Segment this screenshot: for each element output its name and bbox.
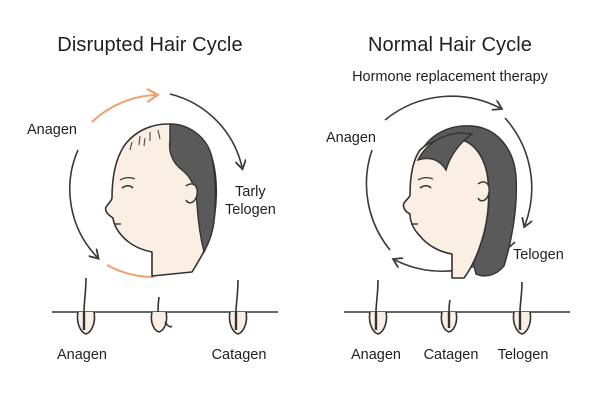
right-bottom-label-anagen: Anagen — [351, 347, 401, 363]
right-bottom-label-telogen: Telogen — [497, 347, 549, 363]
normal-cycle-title: Normal Hair Cycle — [368, 34, 532, 56]
orange-arc-top — [91, 95, 155, 123]
arc-top — [384, 95, 500, 121]
right-bottom-label-catagen: Catagen — [423, 347, 479, 363]
left-telogen-label: Telogen — [225, 202, 276, 218]
disrupted-cycle-panel: Disrupted Hair Cycle — [27, 0, 278, 363]
follicle-row-right — [344, 279, 570, 335]
dark-arc-right — [169, 93, 242, 167]
right-anagen-label: Anagen — [326, 130, 376, 146]
left-bottom-label-catagen: Catagen — [211, 347, 267, 363]
normal-cycle-panel: Normal Hair Cycle Hormone replacement th… — [300, 0, 600, 400]
arc-right — [504, 117, 532, 225]
left-bottom-label-anagen: Anagen — [57, 347, 107, 363]
normal-cycle-subtitle: Hormone replacement therapy — [352, 69, 548, 85]
left-anagen-label: Anagen — [27, 122, 77, 138]
balding-face-illustration — [104, 123, 218, 277]
disrupted-cycle-title: Disrupted Hair Cycle — [57, 34, 243, 56]
left-tarly-label: Tarly — [235, 184, 266, 200]
orange-arc-bottom — [106, 264, 155, 278]
normal-cycle-graphic — [344, 95, 570, 335]
dark-arc-left — [69, 149, 97, 257]
disrupted-cycle-graphic — [52, 0, 278, 335]
arc-left — [365, 149, 391, 251]
right-telogen-label: Telogen — [513, 247, 564, 263]
follicle-row-left — [52, 277, 278, 335]
full-hair-face-illustration — [402, 125, 518, 279]
